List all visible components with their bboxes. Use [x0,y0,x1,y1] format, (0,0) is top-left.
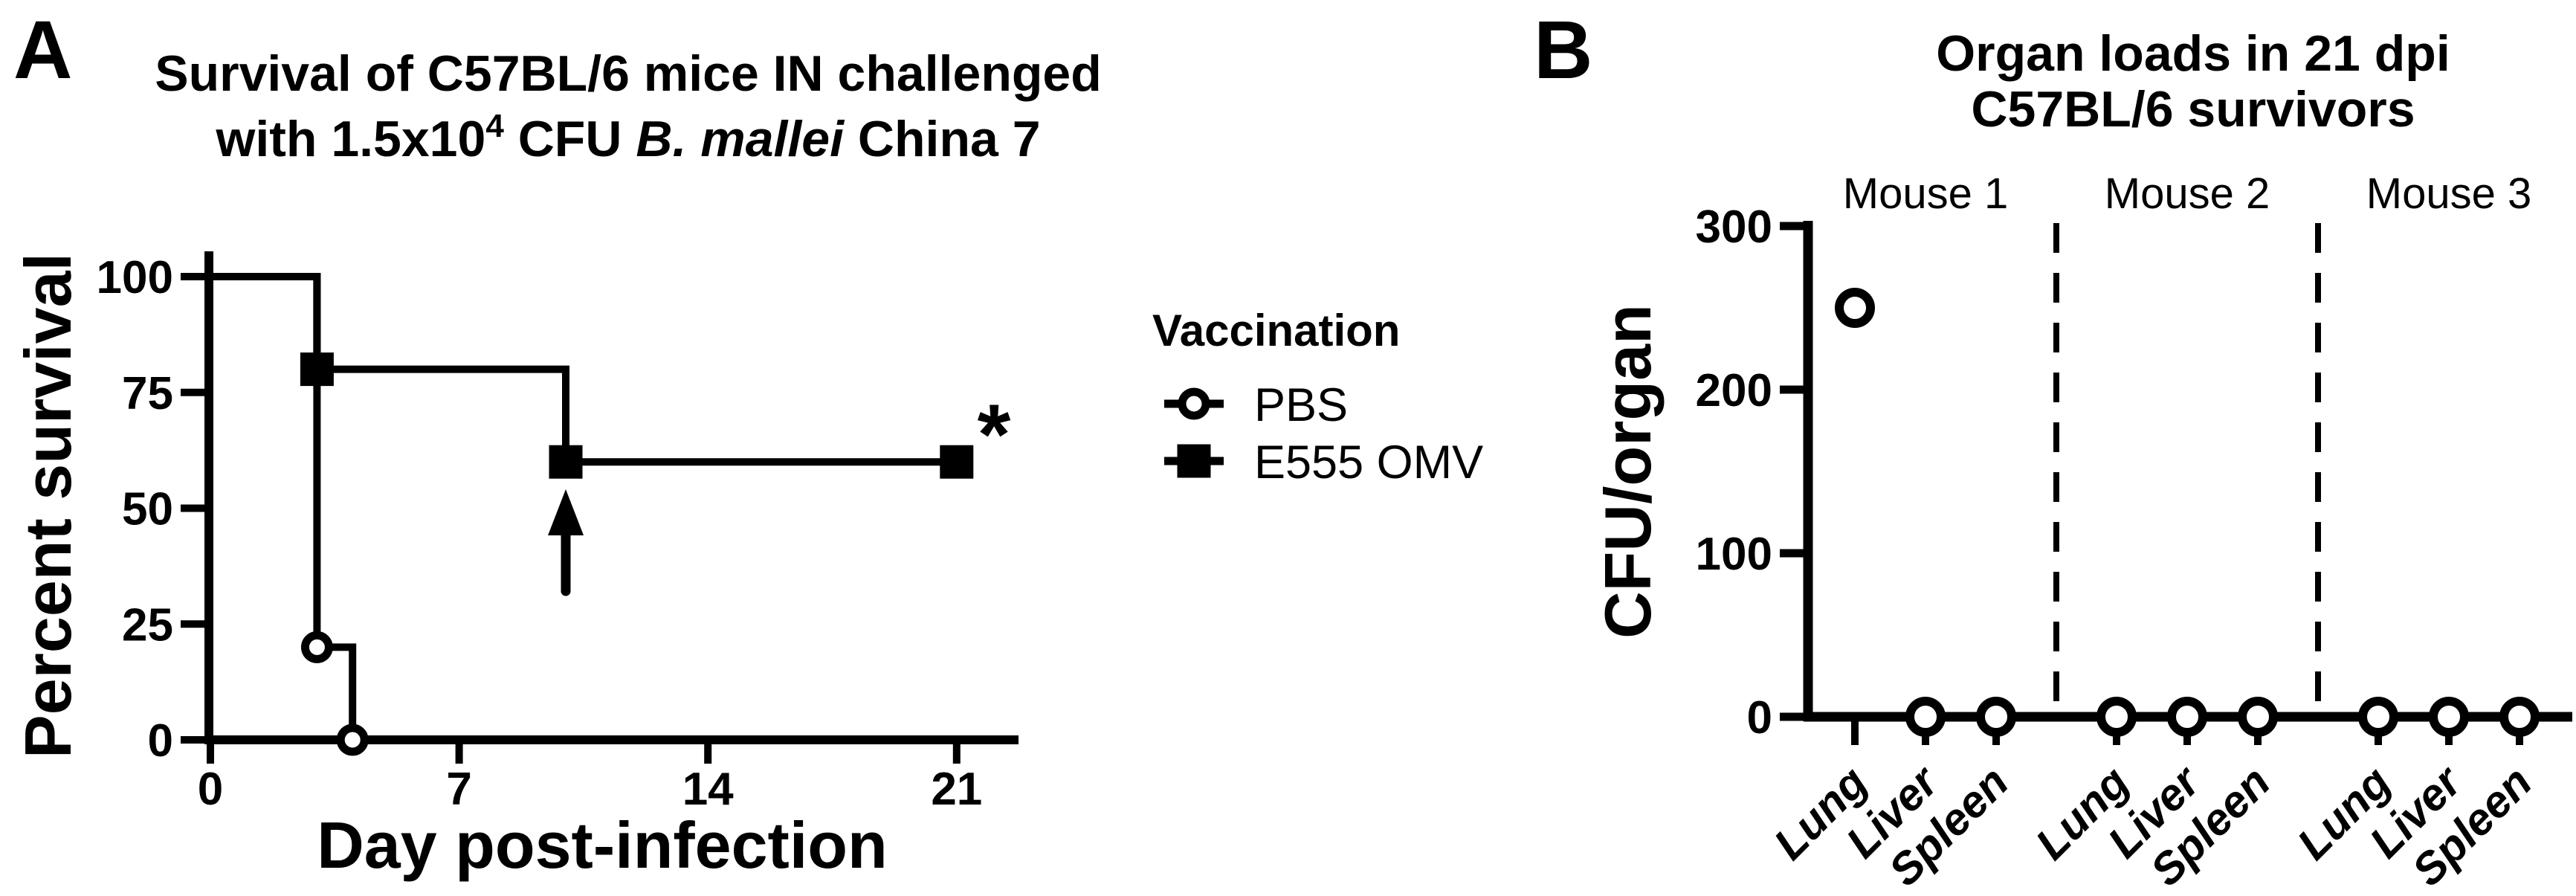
mouse-group-label: Mouse 3 [2366,170,2531,218]
title-a-post: China 7 [844,111,1041,167]
e555-omv-curve [210,273,957,466]
cfu-data-point [2238,697,2278,737]
e555-omv-marker [300,352,334,387]
x-tick-label: 0 [198,764,223,815]
mouse-group-label: Mouse 1 [1843,170,2008,218]
panel-a-y-axis-title: Percent survival [11,253,85,758]
pbs-marker [300,631,333,663]
y-tick-label: 0 [1747,692,1772,744]
legend-title: Vaccination [1152,306,1400,355]
panel-b-y-axis-title: CFU/organ [1591,304,1665,639]
panel-a-survival-curves [210,273,974,756]
panel-a-title-line2: with 1.5x104 CFU B. mallei China 7 [215,108,1040,167]
title-a-mid: CFU [504,111,636,167]
legend-open-circle [1178,387,1210,420]
panel-b-letter: B [1534,4,1592,96]
y-tick-label: 75 [122,368,173,419]
x-tick-label: 21 [931,764,982,815]
y-tick-label: 100 [97,252,173,303]
y-tick-label: 50 [122,484,173,535]
legend-item-label: E555 OMV [1254,436,1483,489]
cfu-data-point [1905,697,1946,737]
panel-a-letter: A [13,4,72,96]
panel-a-ticks: 0 25 50 75 100 0 7 14 21 [97,252,983,815]
cfu-data-point [2429,697,2469,737]
y-tick-label: 100 [1696,529,1772,580]
panel-a-title-line1: Survival of C57BL/6 mice IN challenged [155,45,1102,102]
pbs-curve [210,273,357,740]
x-tick-label: 14 [682,764,734,815]
significance-asterisk: * [978,387,1011,483]
y-tick-label: 0 [148,715,173,767]
cfu-data-point [2499,697,2540,737]
cfu-data-point [2167,697,2207,737]
e555-omv-marker [549,445,583,479]
cfu-data-point [2358,697,2398,737]
panel-a-x-axis-title: Day post-infection [317,808,888,882]
boost-arrow-head [548,489,584,535]
e555-omv-marker [940,445,974,479]
title-a-pre: with 1.5x10 [215,111,485,167]
cfu-data-point [1976,697,2016,737]
panel-a-annotations [548,489,584,596]
title-a-superscript: 4 [485,108,504,144]
cfu-data-point [2096,697,2137,737]
cfu-data-point [1835,288,1875,328]
y-tick-label: 200 [1696,365,1772,416]
title-a-species-italic: B. mallei [636,111,845,167]
pbs-marker [336,723,369,756]
legend-item-label: PBS [1254,379,1348,431]
y-tick-label: 25 [122,599,173,651]
panel-b-title-line1: Organ loads in 21 dpi [1936,25,2450,82]
mouse-group-label: Mouse 2 [2105,170,2270,218]
legend-filled-square [1177,444,1211,478]
panel-b-title-line2: C57BL/6 survivors [1971,81,2415,138]
x-tick-label: 7 [446,764,471,815]
y-tick-label: 300 [1696,202,1772,253]
